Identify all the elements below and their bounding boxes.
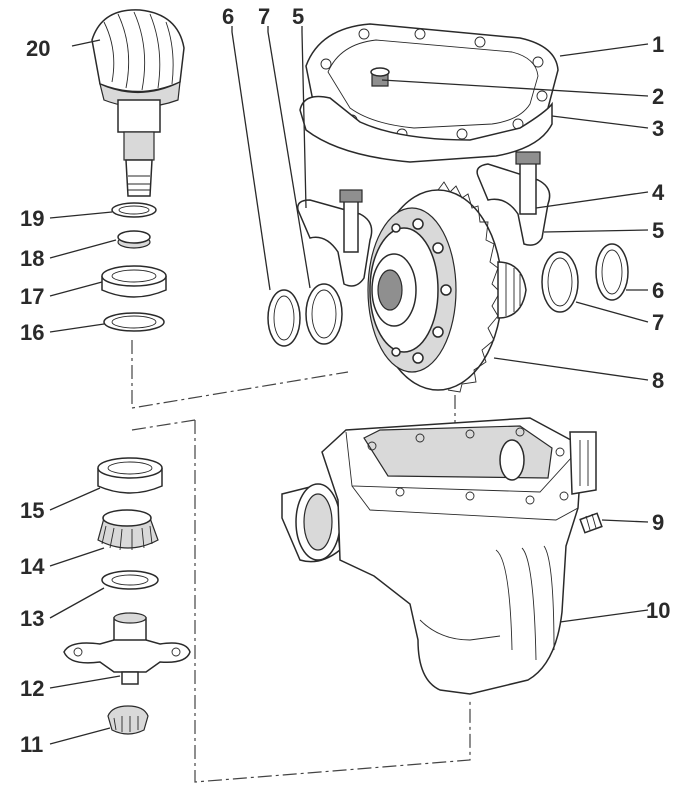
drain-plug [579,512,603,534]
callout-5-left: 5 [292,4,304,29]
callout-9: 9 [652,510,664,535]
diff-cover [299,23,559,163]
callout-15: 15 [20,498,44,523]
callout-3: 3 [652,116,664,141]
callout-8: 8 [652,368,664,393]
differential-carrier [367,181,527,393]
callout-20: 20 [26,36,50,61]
callout-6-right: 6 [652,278,664,303]
callout-5-right: 5 [652,218,664,243]
callout-19: 19 [20,206,44,231]
leader-lines [49,26,649,745]
differential-housing [281,417,597,695]
bearing-cap-left [297,189,373,287]
pinion-shaft [91,9,185,197]
callout-1: 1 [652,32,664,57]
callout-16: 16 [20,320,44,345]
bearing-cups-right [541,243,629,313]
callout-13: 13 [20,606,44,631]
callout-14: 14 [20,554,45,579]
callout-2: 2 [652,84,664,109]
callout-10: 10 [646,598,670,623]
callout-4: 4 [652,180,665,205]
callout-6-left: 6 [222,4,234,29]
pinion-rings-upper [101,202,167,332]
callout-18: 18 [20,246,44,271]
callout-17: 17 [20,284,44,309]
callout-11: 11 [20,732,43,757]
callout-12: 12 [20,676,44,701]
callout-7-left: 7 [258,4,270,29]
bearing-cups-left [267,283,343,347]
pinion-bearing-stack [63,457,191,735]
bearing-cap-right [476,151,551,246]
callout-7-right: 7 [652,310,664,335]
callout-labels: 20 1 2 3 4 5 6 7 8 9 10 6 7 5 19 18 17 1… [20,4,670,757]
